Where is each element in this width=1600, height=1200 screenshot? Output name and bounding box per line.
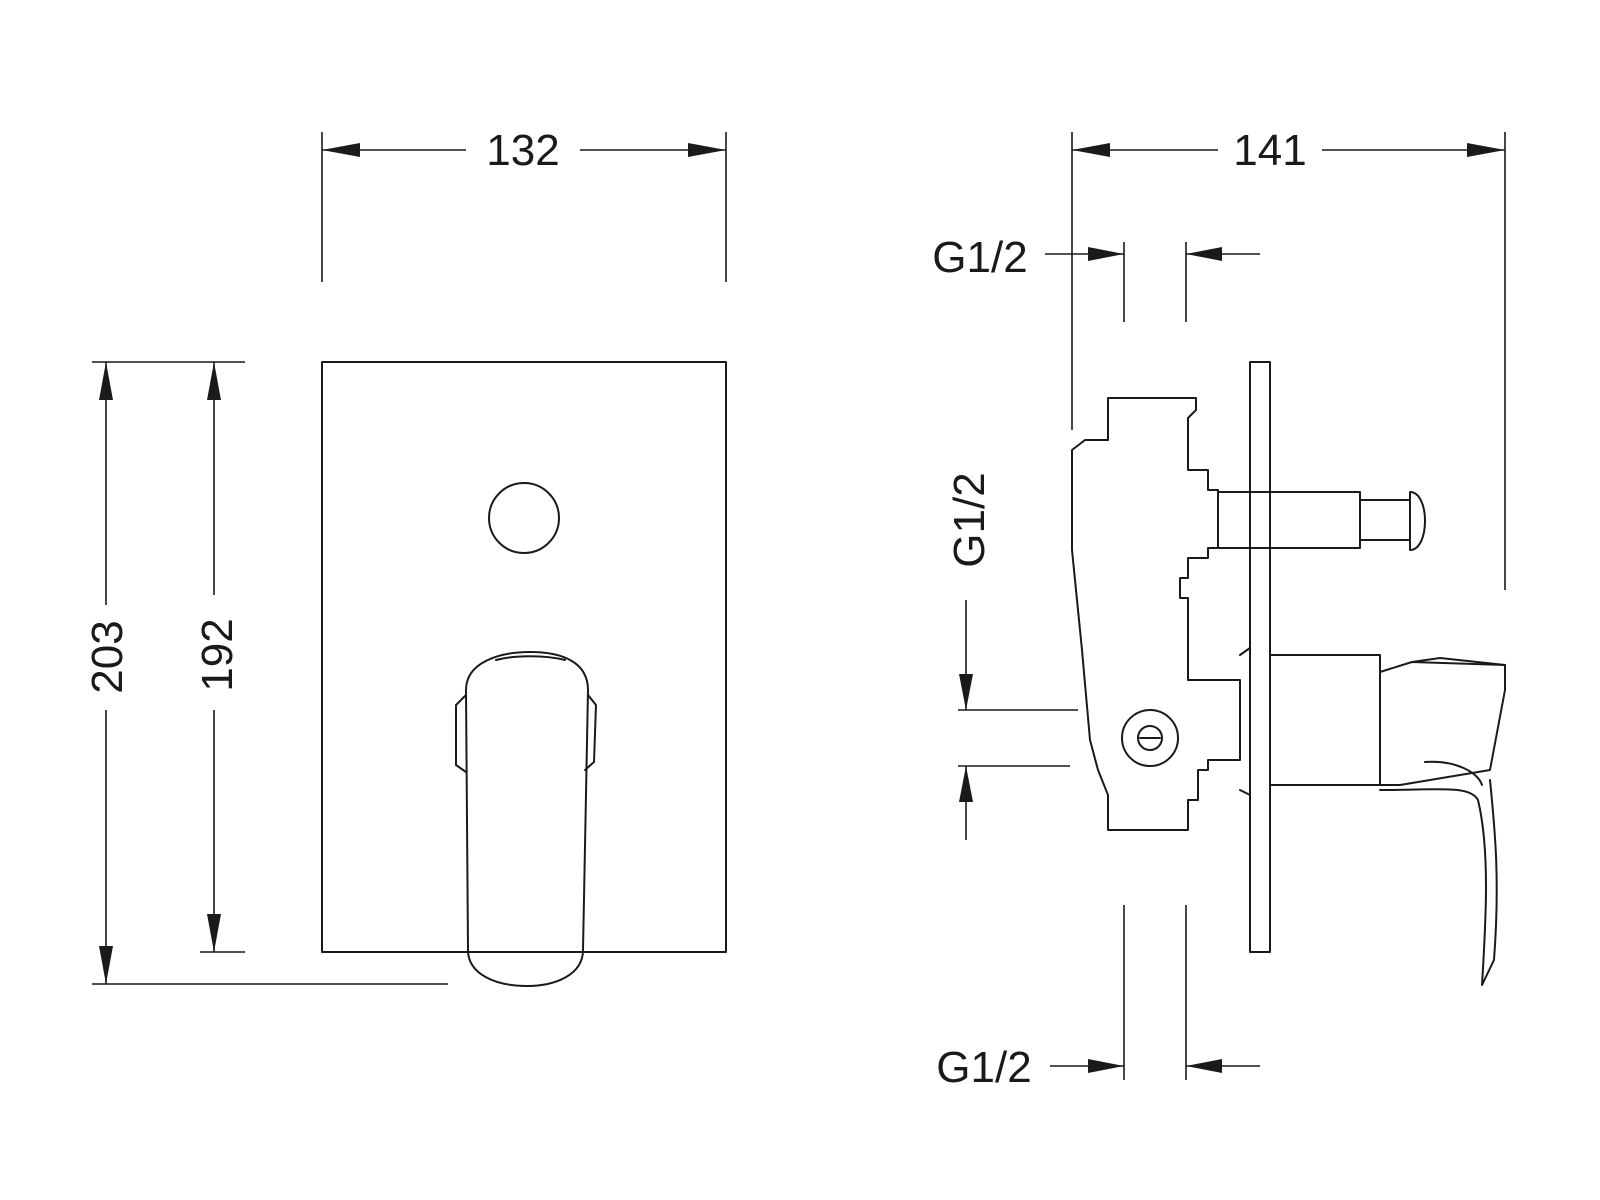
side-lever-handle	[1269, 654, 1506, 986]
label-thread-top: G1/2	[932, 233, 1027, 282]
side-view: 141 G1/2 G1/2	[932, 126, 1506, 1092]
front-cover-plate	[321, 361, 727, 953]
dimension-side-depth: 141	[1071, 126, 1506, 590]
side-cover-plate	[1249, 361, 1271, 953]
dimension-thread-top: G1/2	[932, 233, 1260, 322]
mixer-body	[1071, 397, 1241, 831]
mixer-body-flange	[1239, 647, 1251, 796]
front-lever-edge-right	[584, 694, 597, 771]
dimension-front-height-total: 203	[83, 361, 448, 985]
dimension-front-width: 132	[321, 126, 727, 282]
front-lever-edge-left	[455, 694, 467, 773]
label-front-height-plate: 192	[193, 618, 242, 691]
label-thread-bottom: G1/2	[936, 1043, 1031, 1092]
dimension-front-height-plate: 192	[193, 362, 245, 953]
label-side-depth: 141	[1233, 126, 1306, 175]
label-front-height-total: 203	[83, 620, 132, 693]
diverter-knob-circle	[488, 482, 560, 554]
dimension-thread-bottom: G1/2	[936, 905, 1260, 1092]
front-lever-handle	[465, 651, 589, 987]
thread-port-inner	[1137, 725, 1163, 751]
dimension-thread-middle: G1/2	[945, 472, 1078, 840]
front-view: 132 203 192	[83, 126, 727, 987]
thread-port-outer	[1121, 709, 1179, 767]
diverter-spindle	[1217, 491, 1426, 551]
label-front-width: 132	[486, 126, 559, 175]
front-lever-top-detail	[495, 655, 566, 661]
label-thread-middle: G1/2	[945, 472, 994, 567]
